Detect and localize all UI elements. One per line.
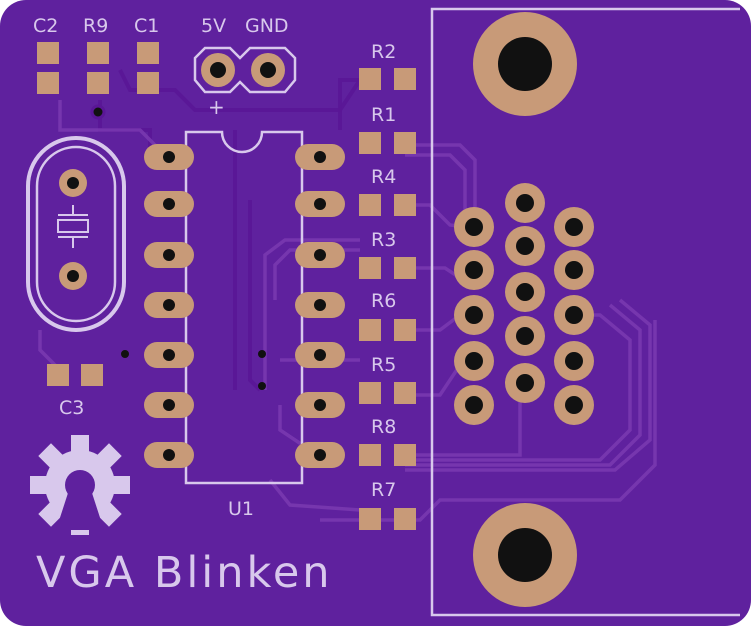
r9-footprint [87, 42, 109, 94]
resistor-column: R2 R1 R4 R3 R6 R5 R8 R7 [359, 41, 416, 530]
c3-footprint [47, 364, 103, 386]
board-title: VGA Blinken [36, 548, 333, 598]
power-header [193, 46, 297, 94]
u1-right-pins [295, 144, 345, 468]
r7-label: R7 [371, 479, 396, 501]
r6-label: R6 [371, 290, 396, 312]
r9-label: R9 [83, 15, 108, 37]
r8-label: R8 [371, 416, 396, 438]
r4-label: R4 [371, 166, 396, 188]
r2-label: R2 [371, 41, 396, 63]
plus-label: + [208, 95, 225, 119]
r5-label: R5 [371, 354, 396, 376]
r3-label: R3 [371, 229, 396, 251]
c3-label: C3 [59, 397, 84, 419]
open-hardware-gear-icon [30, 435, 130, 535]
u1-left-pins [144, 144, 194, 468]
c1-footprint [137, 42, 159, 94]
crystal-oscillator-icon [26, 136, 126, 332]
c2-label: C2 [33, 15, 58, 37]
c2-footprint [37, 42, 59, 94]
u1-footprint [121, 130, 345, 485]
c1-label: C1 [134, 15, 159, 37]
power-gnd-label: GND [245, 15, 289, 37]
power-5v-label: 5V [201, 15, 226, 37]
u1-label: U1 [228, 498, 254, 520]
via [90, 104, 106, 120]
r1-label: R1 [371, 104, 396, 126]
db15-connector-icon [430, 7, 740, 617]
